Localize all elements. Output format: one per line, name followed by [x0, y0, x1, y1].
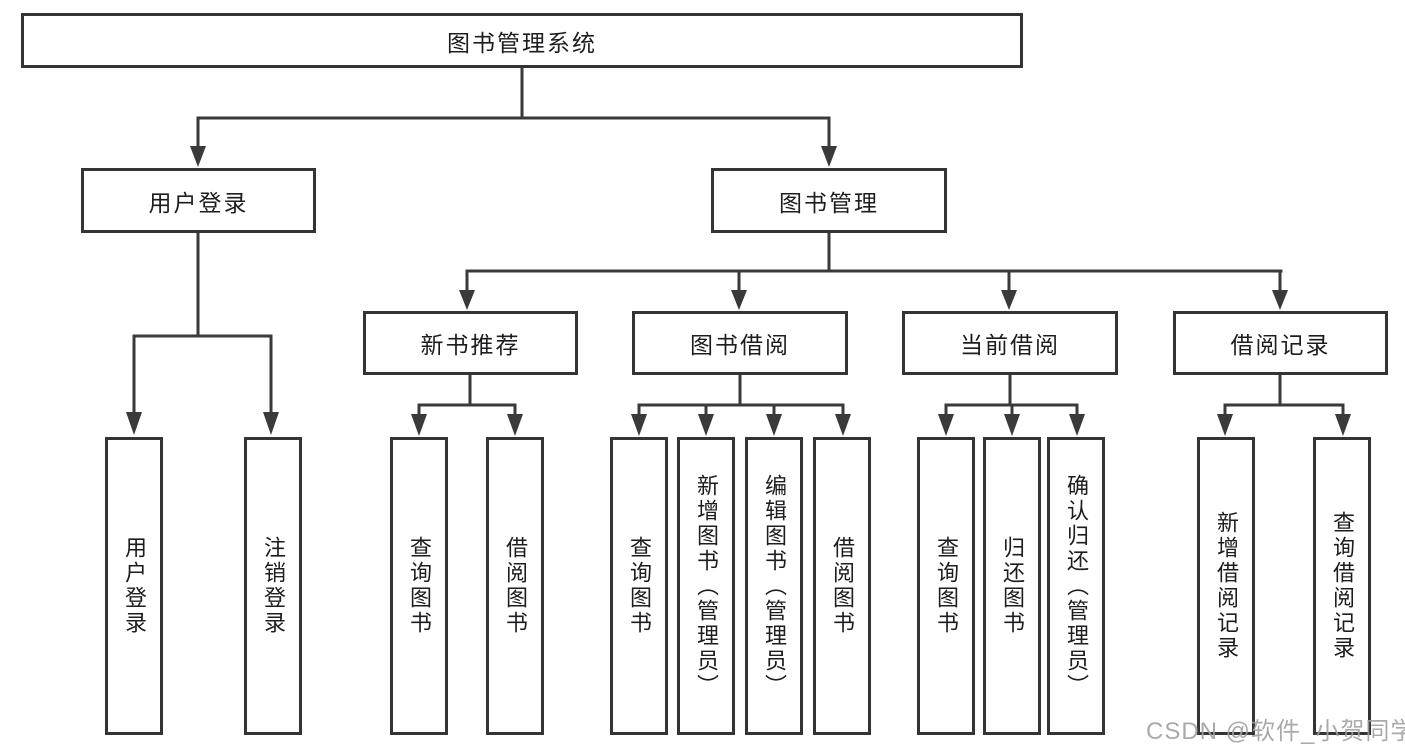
node-new-book-recommend-label: 新书推荐: [420, 332, 521, 358]
leaf-query-books-borrowing: 查询图书: [610, 437, 668, 735]
leaf-borrow-books-recommend: 借阅图书: [486, 437, 544, 735]
node-book-borrowing: 图书借阅: [632, 311, 848, 375]
leaf-logout-label: 注销登录: [261, 536, 286, 636]
arrowheads: [126, 146, 1351, 436]
leaf-edit-books-admin: 编辑图书（管理员）: [745, 437, 803, 735]
leaf-return-books-label: 归还图书: [1000, 536, 1025, 636]
leaf-query-books-recommend-label: 查询图书: [407, 536, 432, 636]
node-user-login-label: 用户登录: [148, 189, 249, 216]
leaf-return-books: 归还图书: [983, 437, 1041, 735]
node-current-borrowing-label: 当前借阅: [960, 332, 1060, 358]
node-book-management-label: 图书管理: [779, 189, 879, 216]
leaf-query-books-borrowing-label: 查询图书: [627, 536, 652, 636]
csdn-watermark: CSDN @软件_小贺同学: [1146, 718, 1405, 745]
leaf-query-books-recommend: 查询图书: [390, 437, 448, 735]
leaf-query-borrow-record-label: 查询借阅记录: [1330, 511, 1355, 661]
leaf-add-borrow-record: 新增借阅记录: [1197, 437, 1255, 735]
leaf-add-books-admin: 新增图书（管理员）: [677, 437, 735, 735]
leaf-query-books-current-label: 查询图书: [934, 536, 959, 636]
node-book-borrowing-label: 图书借阅: [690, 332, 790, 358]
leaf-query-books-current: 查询图书: [917, 437, 975, 735]
node-borrowing-records: 借阅记录: [1173, 311, 1388, 375]
node-user-login: 用户登录: [81, 168, 316, 233]
leaf-confirm-return-admin-label: 确认归还（管理员）: [1064, 473, 1089, 699]
leaf-add-books-admin-label: 新增图书（管理员）: [694, 473, 719, 699]
node-current-borrowing: 当前借阅: [902, 311, 1118, 375]
leaf-user-login-label: 用户登录: [122, 536, 147, 636]
node-borrowing-records-label: 借阅记录: [1230, 332, 1331, 358]
leaf-edit-books-admin-label: 编辑图书（管理员）: [762, 473, 787, 699]
leaf-borrow-books-borrowing-label: 借阅图书: [830, 536, 855, 636]
leaf-user-login: 用户登录: [105, 437, 163, 735]
node-new-book-recommend: 新书推荐: [363, 311, 578, 375]
leaf-borrow-books-borrowing: 借阅图书: [813, 437, 871, 735]
node-root: 图书管理系统: [21, 13, 1023, 68]
node-book-management: 图书管理: [711, 168, 947, 233]
leaf-logout: 注销登录: [244, 437, 302, 735]
node-root-label: 图书管理系统: [447, 29, 597, 56]
leaf-confirm-return-admin: 确认归还（管理员）: [1047, 437, 1105, 735]
leaf-query-borrow-record: 查询借阅记录: [1313, 437, 1371, 735]
leaf-add-borrow-record-label: 新增借阅记录: [1214, 511, 1239, 661]
leaf-borrow-books-recommend-label: 借阅图书: [503, 536, 528, 636]
